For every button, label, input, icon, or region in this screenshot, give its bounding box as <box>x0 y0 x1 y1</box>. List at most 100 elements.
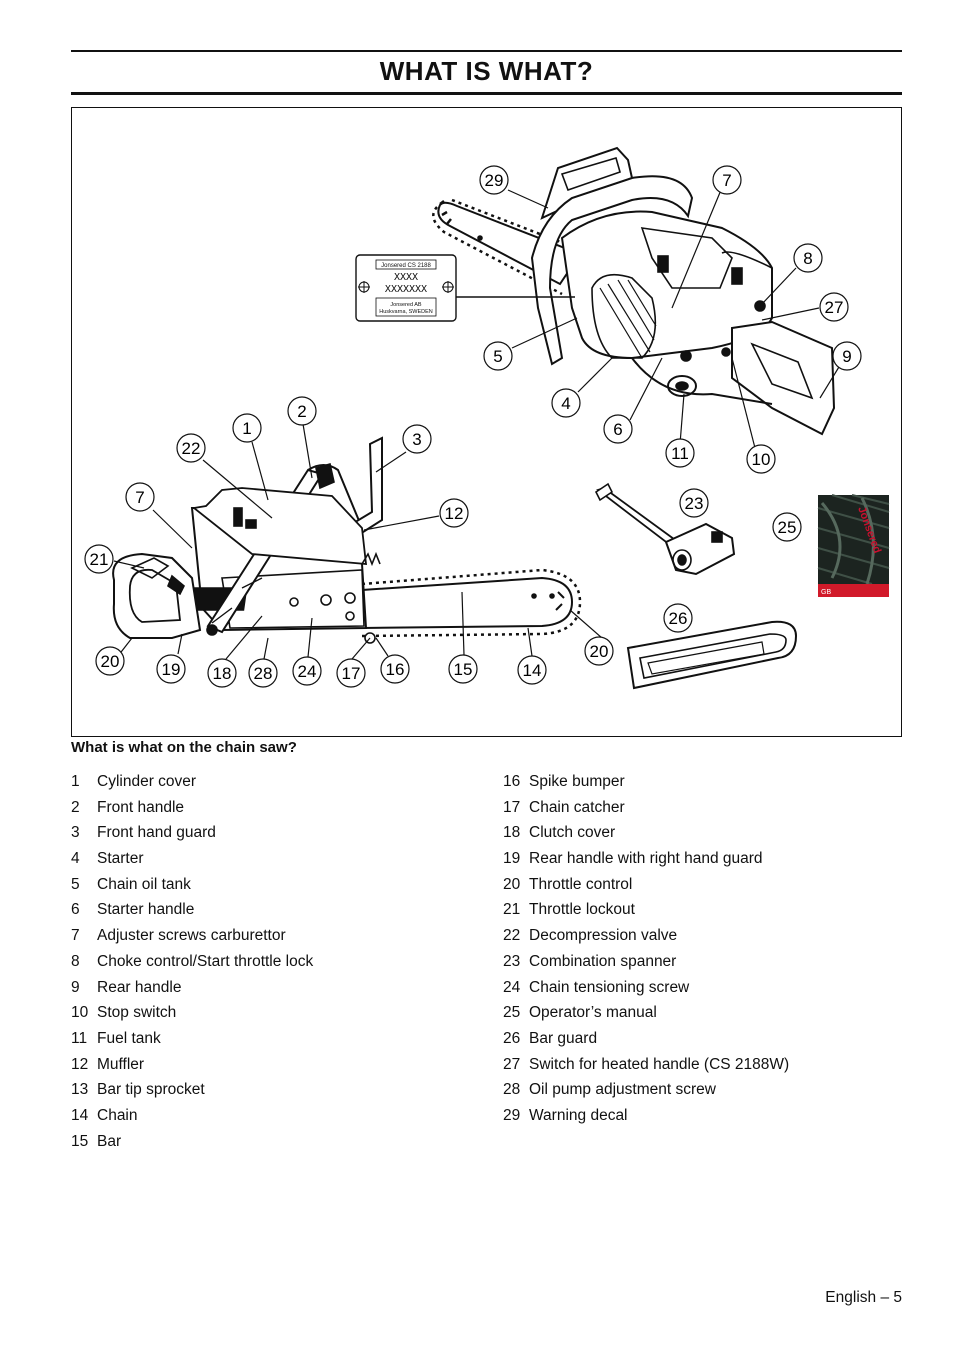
svg-text:16: 16 <box>386 660 405 679</box>
callout-25: 25 <box>772 512 802 542</box>
callout-22: 22 <box>176 433 206 463</box>
callout-3: 3 <box>402 424 432 454</box>
callout-29: 29 <box>479 165 509 195</box>
svg-text:14: 14 <box>523 661 542 680</box>
svg-text:20: 20 <box>101 652 120 671</box>
chainsaw-figure: 29 7 8 27 9 5 4 6 11 10 1 2 3 22 7 12 21… <box>71 107 902 737</box>
callout-26: 26 <box>663 603 693 633</box>
callout-bubbles: 29 7 8 27 9 5 4 6 11 10 1 2 3 22 7 12 21… <box>84 165 862 688</box>
callout-20-lower-left: 20 <box>95 646 125 676</box>
svg-text:Huskvarna, SWEDEN: Huskvarna, SWEDEN <box>379 309 433 315</box>
operators-manual-image: Jonsered GB <box>817 494 890 597</box>
callout-1: 1 <box>232 413 262 443</box>
callout-10: 10 <box>746 444 776 474</box>
callout-23: 23 <box>679 488 709 518</box>
svg-text:1: 1 <box>242 419 251 438</box>
lower-saw-drawing <box>112 436 582 644</box>
callout-19: 19 <box>156 654 186 684</box>
svg-text:19: 19 <box>162 660 181 679</box>
callout-16: 16 <box>380 654 410 684</box>
identification-plate-text: Jonsered CS 2188 XXXX XXXXXXX Jonsered A… <box>379 263 433 315</box>
svg-text:18: 18 <box>213 664 232 683</box>
svg-text:9: 9 <box>842 347 851 366</box>
callout-7-lower: 7 <box>125 482 155 512</box>
callout-leaders <box>113 189 843 660</box>
svg-text:28: 28 <box>254 664 273 683</box>
callout-11: 11 <box>665 438 695 468</box>
header-rule-top <box>71 50 902 52</box>
svg-text:12: 12 <box>445 504 464 523</box>
header-rule-bottom <box>71 92 902 95</box>
chainsaw-illustration: 29 7 8 27 9 5 4 6 11 10 1 2 3 22 7 12 21… <box>84 146 890 690</box>
callout-18: 18 <box>207 658 237 688</box>
identification-plate <box>355 254 575 322</box>
callout-28: 28 <box>248 658 278 688</box>
svg-text:17: 17 <box>342 664 361 683</box>
svg-text:4: 4 <box>561 394 570 413</box>
svg-text:27: 27 <box>825 298 844 317</box>
svg-text:21: 21 <box>90 550 109 569</box>
callout-24: 24 <box>292 656 322 686</box>
svg-text:15: 15 <box>454 660 473 679</box>
svg-text:22: 22 <box>182 439 201 458</box>
svg-text:24: 24 <box>298 662 317 681</box>
svg-text:GB: GB <box>821 589 831 596</box>
page-title: WHAT IS WHAT? <box>379 56 594 86</box>
svg-text:20: 20 <box>590 642 609 661</box>
svg-text:25: 25 <box>778 518 797 537</box>
svg-text:XXXXXXX: XXXXXXX <box>385 284 427 295</box>
svg-text:3: 3 <box>412 430 421 449</box>
svg-text:XXXX: XXXX <box>394 272 418 283</box>
callout-21: 21 <box>84 544 114 574</box>
callout-7-top: 7 <box>712 165 742 195</box>
callout-15: 15 <box>448 654 478 684</box>
svg-text:7: 7 <box>135 488 144 507</box>
combination-spanner-drawing <box>594 482 736 576</box>
page-footer: English – 5 <box>825 1289 902 1306</box>
callout-8: 8 <box>793 243 823 273</box>
svg-text:26: 26 <box>669 609 688 628</box>
callout-2: 2 <box>287 396 317 426</box>
svg-text:8: 8 <box>803 249 812 268</box>
callout-20-right: 20 <box>584 636 614 666</box>
callout-5: 5 <box>483 341 513 371</box>
callout-14: 14 <box>517 655 547 685</box>
svg-text:Jonsered AB: Jonsered AB <box>390 302 422 308</box>
svg-text:23: 23 <box>685 494 704 513</box>
svg-text:2: 2 <box>297 402 306 421</box>
callout-27: 27 <box>819 292 849 322</box>
svg-text:10: 10 <box>752 450 771 469</box>
svg-text:11: 11 <box>671 444 689 463</box>
bar-guard-drawing <box>626 620 798 690</box>
svg-text:6: 6 <box>613 420 622 439</box>
callout-6: 6 <box>603 414 633 444</box>
